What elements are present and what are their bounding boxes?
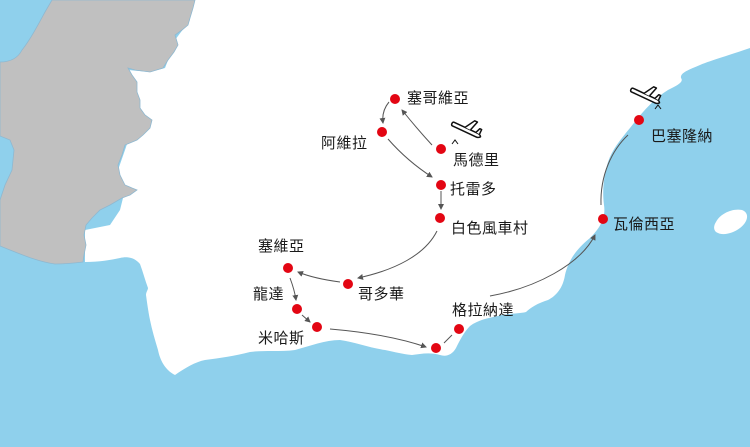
route-madrid-segovia	[401, 109, 433, 146]
route-segovia-avila	[379, 101, 390, 124]
stop-marker-cordoba[interactable]	[343, 279, 353, 289]
route-sevilla-ronda	[289, 277, 299, 301]
stop-marker-madrid[interactable]	[436, 144, 446, 154]
stop-marker-consuegra[interactable]	[435, 213, 445, 223]
label-sevilla: 塞維亞	[258, 237, 305, 255]
stop-marker-granada[interactable]	[454, 324, 464, 334]
label-valencia: 瓦倫西亞	[613, 215, 676, 233]
airplane-arrival-icon	[450, 120, 483, 139]
label-avila: 阿維拉	[321, 134, 368, 152]
mallorca-island	[714, 209, 748, 235]
stop-marker-sevilla[interactable]	[283, 263, 293, 273]
label-barcelona: 巴塞隆納	[651, 127, 714, 145]
label-granada: 格拉納達	[452, 301, 515, 319]
route-mijas-coast	[329, 328, 427, 349]
route-valencia-barcelona	[600, 134, 629, 206]
label-madrid: 馬德里	[453, 151, 500, 169]
stop-marker-toledo[interactable]	[436, 180, 446, 190]
route-cordoba-sevilla	[297, 271, 341, 283]
stop-marker-mijas[interactable]	[312, 322, 322, 332]
route-coast-granada	[443, 334, 453, 344]
stop-marker-barcelona[interactable]	[634, 115, 644, 125]
label-toledo: 托雷多	[450, 180, 497, 198]
route-lines	[289, 101, 629, 349]
stop-marker-valencia[interactable]	[598, 214, 608, 224]
caret-icon	[451, 139, 459, 145]
stop-marker-ronda[interactable]	[292, 304, 302, 314]
label-ronda: 龍達	[253, 285, 285, 303]
stop-marker-coast[interactable]	[431, 343, 441, 353]
label-segovia: 塞哥維亞	[407, 89, 470, 107]
stop-marker-segovia[interactable]	[390, 94, 400, 104]
label-cordoba: 哥多華	[358, 285, 405, 303]
label-mijas: 米哈斯	[258, 329, 305, 347]
portugal-land	[0, 0, 196, 265]
route-consuegra-cordoba	[357, 230, 438, 280]
label-consuegra: 白色風車村	[451, 219, 529, 237]
stop-markers	[283, 94, 644, 353]
caret-icon	[654, 104, 662, 110]
route-avila-toledo	[387, 138, 433, 178]
route-ronda-mijas	[301, 314, 311, 323]
airplane-departure-icon	[629, 86, 662, 105]
route-granada-valencia	[489, 234, 596, 297]
spain-land	[85, 0, 750, 375]
stop-marker-avila[interactable]	[377, 127, 387, 137]
